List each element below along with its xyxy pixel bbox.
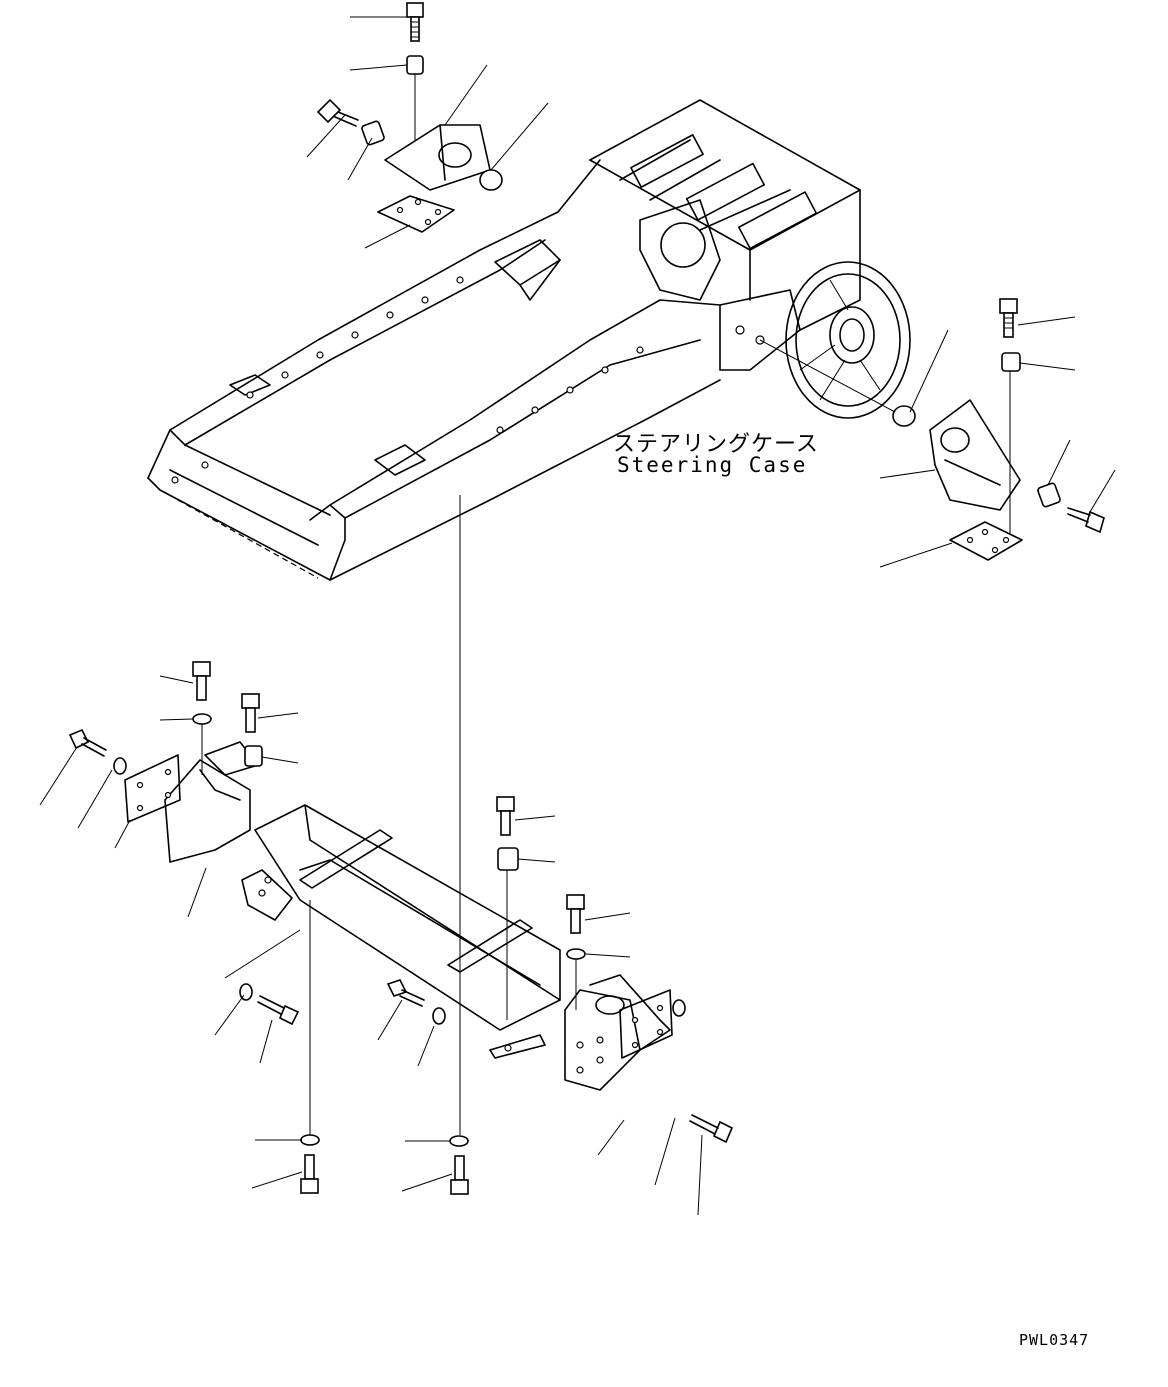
axle-right-plate	[619, 989, 673, 1059]
steering-case-frame	[147, 99, 911, 581]
front-mount-bolt	[406, 2, 424, 42]
front-mount-assembly	[306, 2, 549, 249]
rear-mount-bolt	[999, 298, 1018, 338]
axle-bottom-right-bolt	[449, 1135, 469, 1195]
axle-assembly	[124, 741, 673, 1091]
axle-spacer-bolt	[241, 693, 260, 733]
axle-left-plate	[124, 754, 181, 823]
front-mount-side-spacer	[361, 120, 385, 146]
rear-mount-grommet	[892, 405, 916, 427]
rear-mount-side-spacer	[1037, 482, 1061, 508]
front-mount-grommet	[479, 169, 503, 191]
rear-mount-spacer	[1001, 352, 1021, 372]
rear-mount-shim	[949, 521, 1023, 561]
axle-right-bolt	[496, 796, 515, 836]
axle-left-bolt	[192, 661, 211, 701]
rear-mount-side-bolt	[1067, 507, 1105, 534]
front-mount-bracket	[384, 124, 491, 191]
steering-case-label-en: Steering Case	[617, 453, 808, 477]
frame-bolt-holes	[171, 276, 765, 484]
front-mount-shim	[377, 195, 455, 233]
axle-fasteners	[39, 661, 734, 1216]
rear-mount-bracket	[929, 399, 1021, 511]
steering-case-label-jp: ステアリングケース	[613, 432, 819, 457]
front-mount-spacer	[406, 55, 424, 75]
axle-bottom-left-bolt	[300, 1134, 320, 1194]
rear-mount-assembly	[759, 298, 1116, 568]
drawing-number: PWL0347	[1019, 1331, 1090, 1349]
front-mount-side-bolt	[316, 98, 359, 127]
